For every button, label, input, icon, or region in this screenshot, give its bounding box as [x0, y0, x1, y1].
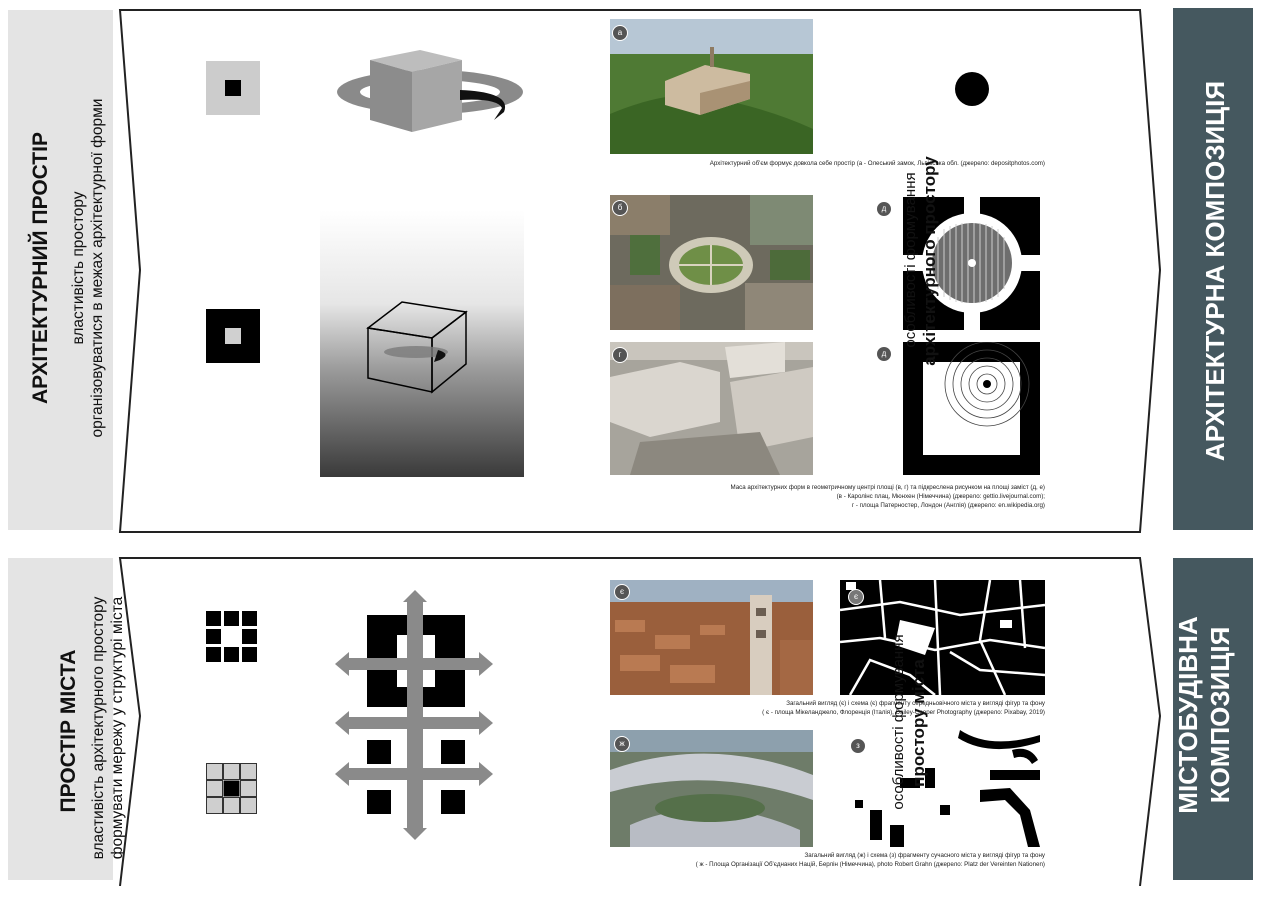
bottom-right-light: особливості формування: [890, 634, 907, 810]
photo-modern-square: [610, 342, 813, 475]
black-dot-icon: [955, 72, 989, 106]
photo-castle: [610, 19, 813, 154]
tag-bottom-a: є: [614, 584, 630, 600]
top-right-band-label: АРХІТЕКТУРНА КОМПОЗИЦІЯ: [1200, 80, 1230, 462]
top-right-band: [1173, 8, 1253, 530]
wireframe-cube-gradient: [320, 210, 524, 477]
bottom-side-desc-1: властивість архітектурного простору: [90, 596, 107, 860]
figure-ground-modern: [840, 730, 1045, 847]
caption-bottom-b-2: ( ж - Площа Організації Об'єднаних Націй…: [695, 861, 1045, 868]
tag-bottom-b: є: [848, 589, 864, 605]
cube-ring-icon: [337, 50, 523, 132]
photo-florence: [610, 580, 813, 695]
bottom-right-band-label-1: МІСТОБУДІВНА: [1173, 616, 1203, 814]
caption-top-b-1: Маса архітектурних форм в геометричному …: [730, 484, 1045, 491]
caption-top-a: Архітектурний об'єм формує довкола себе …: [709, 160, 1045, 167]
concentric-rings-plan: [903, 342, 1040, 475]
caption-top-b-3: г - площа Патерностер, Лондон (Англія) (…: [851, 502, 1045, 509]
bottom-side-title: ПРОСТІР МІСТА: [57, 649, 80, 813]
bottom-right-band-label-2: КОМПОЗИЦІЯ: [1205, 626, 1235, 804]
top-side-band: [8, 10, 113, 530]
small-square-icon: [206, 61, 260, 115]
top-side-desc-2: організовуватися в межах архітектурної ф…: [89, 98, 106, 438]
circular-square-plan: [903, 197, 1040, 330]
bottom-right-bold: простору міста: [909, 659, 928, 787]
top-side-title: АРХІТЕКТУРНИЙ ПРОСТІР: [29, 132, 52, 404]
bottom-side-band: [8, 558, 113, 880]
tag-d: д: [876, 201, 892, 217]
caption-bottom-a-1: Загальний вигляд (є) і схема (є) фрагмен…: [786, 700, 1045, 707]
tag-bottom-c: ж: [614, 736, 630, 752]
tag-c: г: [612, 347, 628, 363]
top-side-desc-1: властивість простору: [70, 191, 87, 345]
top-right-bold: архітектурного простору: [920, 156, 939, 366]
black-grid-icon: [206, 611, 257, 662]
tag-b: б: [612, 200, 628, 216]
caption-bottom-a-2: ( є - площа Мікеланджело, Флоренція (Іта…: [762, 709, 1045, 716]
photo-berlin: [610, 730, 813, 847]
city-network-diagram: [335, 590, 493, 840]
top-right-light: особливості формування: [902, 172, 919, 348]
figure-ground-medieval: [840, 580, 1045, 695]
tag-bottom-d: з: [850, 738, 866, 754]
photo-aerial-square: [610, 195, 813, 330]
tag-a: а: [612, 25, 628, 41]
tag-e: д: [876, 346, 892, 362]
caption-top-b-2: (в - Каролінс плац, Мюнхен (Німеччина) (…: [836, 493, 1045, 500]
framed-square-icon: [206, 309, 260, 363]
bottom-right-band: [1173, 558, 1253, 880]
caption-bottom-b-1: Загальний вигляд (ж) і схема (з) фрагмен…: [804, 852, 1045, 859]
light-grid-icon: [206, 763, 257, 814]
